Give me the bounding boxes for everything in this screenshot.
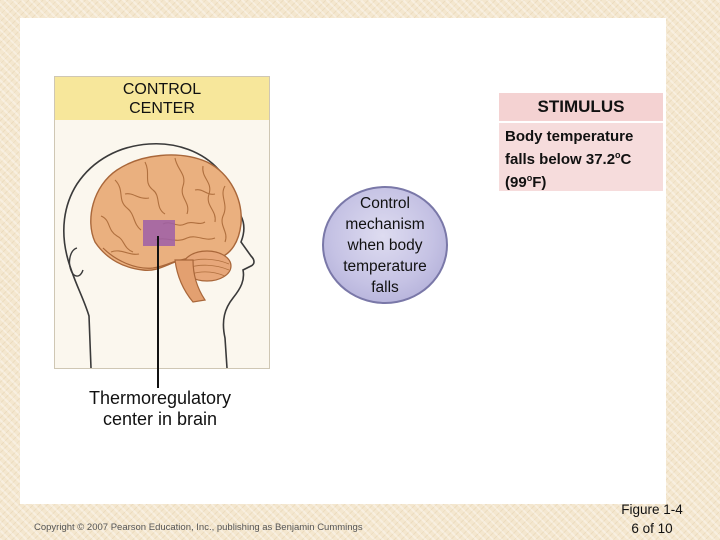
- degree-mark-1: o: [615, 150, 621, 160]
- brain-stem: [174, 259, 207, 303]
- copyright-notice: Copyright © 2007 Pearson Education, Inc.…: [34, 522, 363, 533]
- figure-label: Figure 1-4 6 of 10: [621, 502, 683, 536]
- stimulus-text-1: Body temperature falls below 37.2: [505, 128, 634, 168]
- pointer-line: [157, 236, 159, 388]
- control-mechanism-circle: Control mechanism when body temperature …: [322, 186, 448, 304]
- stimulus-text-3: F): [532, 174, 547, 191]
- control-center-header: CONTROL CENTER: [55, 77, 269, 120]
- control-center-panel: CONTROL CENTER: [54, 76, 270, 369]
- thermoregulatory-label: Thermoregulatory center in brain: [88, 388, 232, 429]
- stimulus-text-2: C (99: [505, 151, 632, 191]
- thermoregulatory-region: [143, 220, 175, 246]
- ear-outline: [68, 247, 84, 277]
- control-mechanism-text: Control mechanism when body temperature …: [343, 194, 427, 296]
- head-brain-illustration: [63, 142, 255, 368]
- brain-cerebrum: [90, 154, 242, 272]
- stimulus-header: STIMULUS: [499, 93, 663, 121]
- degree-mark-2: o: [526, 173, 533, 183]
- stimulus-description: Body temperature falls below 37.2oC (99o…: [499, 123, 663, 191]
